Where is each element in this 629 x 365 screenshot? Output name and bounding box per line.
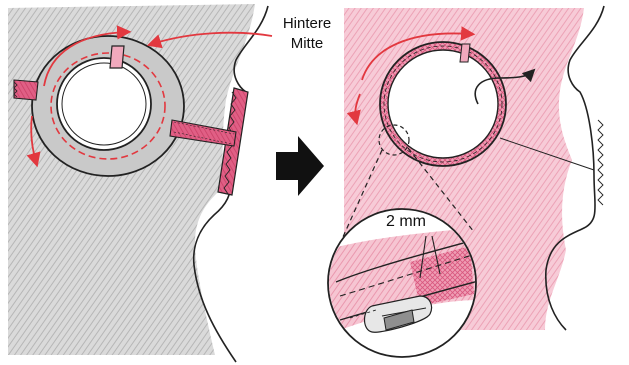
- left-armhole-opening: [57, 58, 151, 150]
- left-top-join-tab: [110, 46, 124, 68]
- right-armhole-opening: [388, 50, 498, 158]
- measurement-label: 2 mm: [386, 213, 426, 231]
- back-center-label: Hintere Mitte: [262, 14, 352, 54]
- left-garment-figure: [8, 4, 272, 362]
- right-side-seam-zigzag: [598, 120, 603, 205]
- step-arrow: [276, 136, 324, 196]
- back-center-label-line2: Mitte: [262, 34, 352, 54]
- back-center-label-line1: Hintere: [262, 14, 352, 34]
- left-strap-left: [14, 80, 38, 100]
